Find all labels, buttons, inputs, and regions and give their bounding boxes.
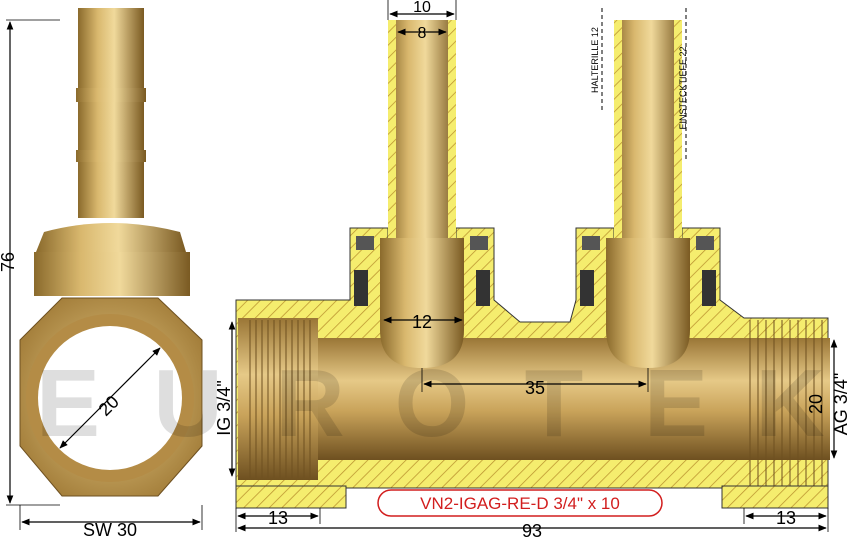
pipe-2-wall-left [614, 20, 622, 238]
dim-len-93: 93 [522, 521, 542, 539]
dim-pipe-inner-8: 8 [418, 25, 427, 42]
stub-pipe-top [78, 8, 144, 90]
dim-halterille: HALTERILLE 12 [590, 27, 600, 93]
dim-ag-thread: AG 3/4" [831, 373, 850, 435]
port-2-bore [606, 238, 690, 368]
foot-left [235, 485, 347, 509]
pipe-1 [388, 20, 456, 238]
oring-1-right [476, 270, 490, 306]
dim-len-13-left: 13 [268, 508, 288, 528]
stub-pipe-mid [78, 102, 144, 152]
end-view: 20 76 SW 30 [0, 8, 203, 539]
oring-2-left [580, 270, 594, 306]
section-view: 10 8 HALTERILLE 12 EINSTECKTIEFE 22 12 3… [214, 0, 850, 539]
dim-einstecktiefe: EINSTECKTIEFE 22 [678, 46, 688, 129]
dim-dia-20-right: 20 [806, 394, 826, 414]
internal-thread-region [238, 318, 318, 480]
product-label: VN2-IGAG-RE-D 3/4" x 10 [420, 494, 620, 513]
pipe-2-wall-right [674, 20, 682, 238]
watermark-letter: K [755, 350, 824, 457]
dim-bore-12: 12 [412, 312, 432, 332]
stub-ring-1 [76, 88, 146, 102]
dim-height-76: 76 [0, 252, 18, 272]
stub-pipe-low [78, 162, 144, 218]
watermark: E U R O T E K [36, 350, 825, 457]
watermark-letter: O [395, 350, 470, 457]
foot-right [721, 485, 829, 509]
dim-sw-30: SW 30 [83, 520, 137, 539]
pipe-1-wall-left [388, 20, 396, 238]
dim-spacing-35: 35 [525, 378, 545, 398]
clip-2-right [696, 236, 714, 250]
stub-ring-2 [76, 150, 146, 162]
clip-1-right [470, 236, 488, 250]
pipe-2 [614, 20, 682, 238]
oring-2-right [702, 270, 716, 306]
watermark-letter: R [275, 350, 344, 457]
internal-thread-lines [249, 320, 311, 478]
external-thread-lines [749, 320, 823, 486]
body-block [34, 252, 190, 296]
pipe-1-wall-right [448, 20, 456, 238]
clip-1-left [356, 236, 374, 250]
oring-1-left [354, 270, 368, 306]
port-1-bore [380, 238, 464, 368]
clip-2-left [582, 236, 600, 250]
dim-len-13-right: 13 [776, 508, 796, 528]
watermark-letter: E [644, 350, 708, 457]
product-label-box [377, 489, 663, 517]
dim-pipe-outer-10: 10 [413, 0, 431, 16]
watermark-letter: E [36, 350, 100, 457]
watermark-letter: T [525, 350, 584, 457]
dim-line-dia-20-left [59, 347, 161, 449]
cap-collar [36, 223, 186, 252]
dim-ig-thread: IG 3/4" [214, 380, 234, 435]
watermark-letter: U [153, 350, 222, 457]
